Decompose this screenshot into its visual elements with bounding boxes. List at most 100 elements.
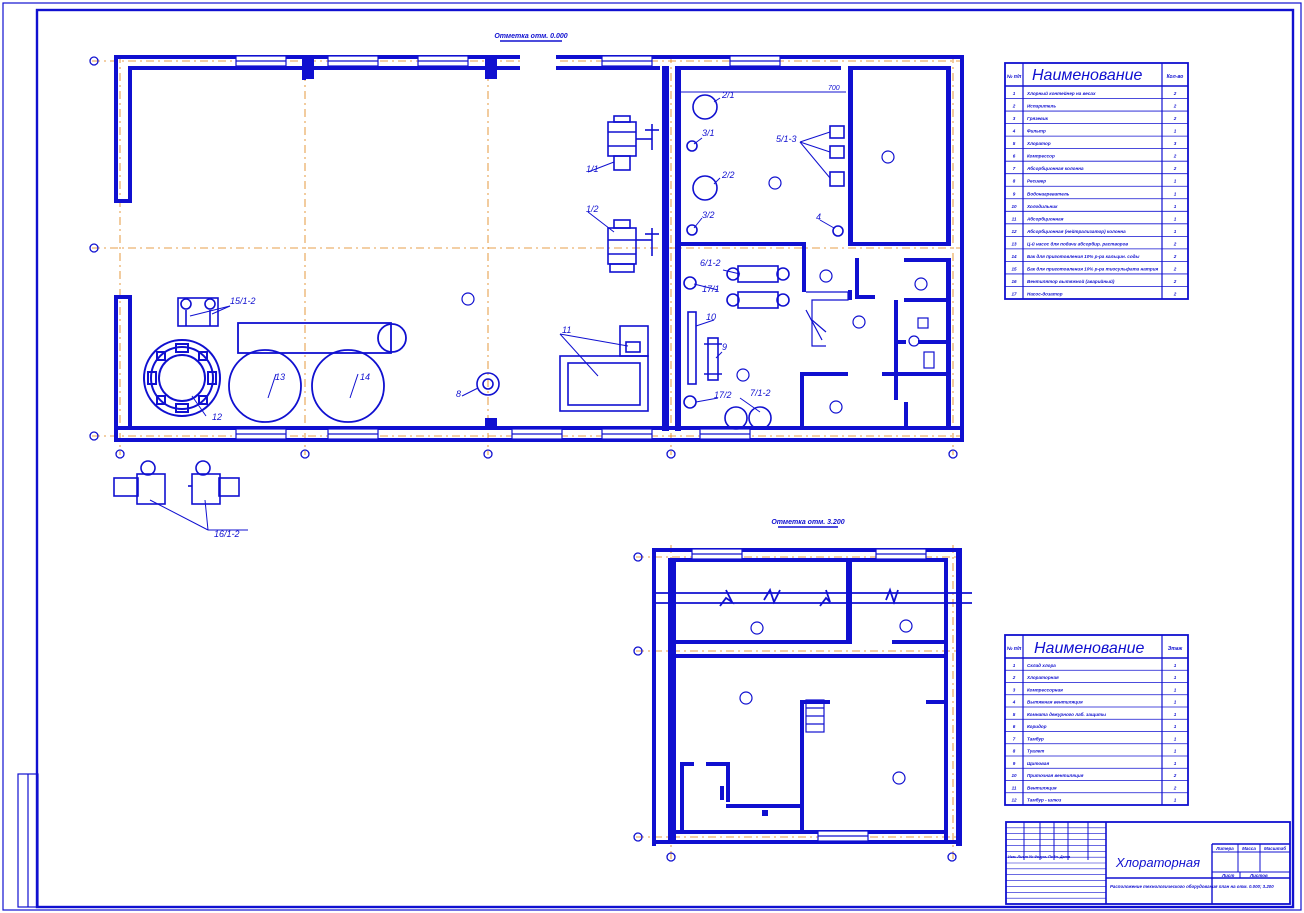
heater-10-9 — [683, 276, 772, 430]
table2-cell-name: Тамбур - шлюз — [1027, 797, 1062, 803]
table2-cell-name: Хлораторная — [1026, 675, 1059, 680]
table1-cell-name: Водонагреватель — [1027, 191, 1070, 196]
stairs-plan2 — [805, 699, 825, 733]
table2-cell-qty: 1 — [1174, 761, 1177, 766]
table1-cell-no: 10 — [1011, 204, 1017, 209]
table1-cell-name: Холодильник — [1026, 204, 1058, 209]
table2-cell-qty: 1 — [1174, 687, 1177, 692]
label-11: 11 — [562, 325, 571, 335]
table1-cell-name: Фильтр — [1027, 129, 1046, 134]
table2-cell-qty: 1 — [1174, 749, 1177, 754]
label-9: 9 — [722, 342, 727, 352]
table1-cell-qty: 2 — [1173, 279, 1177, 284]
table1-cell-no: 16 — [1011, 279, 1017, 284]
table2-cell-no: 4 — [1012, 700, 1016, 705]
table1-cell-name: Компрессор — [1027, 154, 1055, 159]
stamp-sheets: Листов — [1249, 873, 1268, 878]
table1-cell-qty: 1 — [1174, 179, 1177, 184]
table2-cell-no: 5 — [1013, 712, 1016, 717]
table1-cell-qty: 1 — [1174, 229, 1177, 234]
table1-cell-name: Испаритель — [1027, 104, 1056, 109]
table1-cell-name: Бак для приготовления 10% р-ра тиосульфа… — [1027, 265, 1159, 271]
label-2-2: 2/2 — [721, 170, 735, 180]
label-10: 10 — [706, 312, 716, 322]
table1-cell-no: 15 — [1011, 266, 1017, 271]
stamp-mass: Масса — [1242, 846, 1256, 851]
table1-h-qty: Кол-во — [1167, 74, 1184, 80]
table1-cell-qty: 2 — [1173, 104, 1177, 109]
plan1-axes — [92, 55, 965, 455]
receiver-8 — [476, 372, 500, 396]
label-14: 14 — [360, 372, 370, 382]
table1-cell-qty: 2 — [1173, 241, 1177, 246]
table2-cell-name: Туалет — [1027, 749, 1044, 754]
table1-cell-name: Абсорбционная (нейтрализатор) колонна — [1026, 228, 1126, 234]
label-7-1-2: 7/1-2 — [750, 388, 771, 398]
label-3-1: 3/1 — [702, 128, 715, 138]
chlorinator-1-2 — [607, 219, 659, 273]
table1-cell-no: 6 — [1013, 154, 1016, 159]
fans-16 — [113, 460, 240, 505]
plan1-door-gap — [520, 54, 556, 70]
table1-cell-name: Абсорбционная колонна — [1026, 165, 1084, 171]
table2-cell-no: 10 — [1011, 773, 1017, 778]
table2-cell-name: Вытяжная вентиляция — [1027, 700, 1083, 705]
table2-h-name: Наименование — [1034, 640, 1145, 657]
table2-cell-qty: 1 — [1174, 675, 1177, 680]
table2-cell-no: 6 — [1013, 724, 1016, 729]
table2-cell-name: Комната дежурного лаб. защиты — [1027, 711, 1106, 717]
table2-cell-qty: 1 — [1174, 798, 1177, 803]
table2-cell-name: Тамбур — [1027, 735, 1044, 741]
label-5-1-3: 5/1-3 — [776, 134, 797, 144]
label-16-1-2: 16/1-2 — [214, 529, 240, 539]
table1-h-no: № п/п — [1007, 74, 1022, 80]
table2-cell-no: 8 — [1013, 749, 1016, 754]
table1-cell-qty: 2 — [1173, 91, 1177, 96]
label-17-2: 17/2 — [714, 390, 732, 400]
table1-cell-no: 4 — [1012, 129, 1016, 134]
chlorinator-1-1 — [607, 115, 659, 171]
stamp-lit: Литера — [1215, 846, 1234, 851]
table1-cell-qty: 1 — [1174, 129, 1177, 134]
table1-cell-no: 13 — [1011, 241, 1017, 246]
label-13: 13 — [275, 372, 285, 382]
evaporators-2 — [686, 94, 844, 237]
label-dim: 700 — [828, 85, 840, 92]
table1-cell-qty: 3 — [1174, 141, 1177, 146]
table2-h-qty: Этаж — [1168, 646, 1183, 652]
table2-cell-qty: 1 — [1174, 736, 1177, 741]
table1-cell-no: 7 — [1013, 166, 1016, 171]
table2-cell-qty: 1 — [1174, 700, 1177, 705]
left-margin-strip — [17, 773, 39, 908]
label-17-1: 17/1 — [702, 284, 720, 294]
table1-cell-qty: 1 — [1174, 191, 1177, 196]
table2-cell-name: Компрессорная — [1027, 687, 1063, 692]
plan1-leaders — [149, 91, 846, 531]
table1-cell-name: Грязевик — [1027, 116, 1049, 121]
label-6-1-2: 6/1-2 — [700, 258, 721, 268]
label-2-1: 2/1 — [721, 90, 735, 100]
tank-11 — [559, 325, 649, 412]
plan2-room-markers — [739, 619, 913, 785]
plan2-duct — [652, 587, 972, 607]
table1-cell-no: 14 — [1011, 254, 1017, 259]
plan1-axis-markers — [89, 56, 958, 459]
compressors-6 — [726, 265, 790, 309]
table1-cell-no: 11 — [1012, 216, 1017, 221]
table2-cell-no: 2 — [1012, 675, 1016, 680]
stamp-sheet: Лист — [1221, 873, 1234, 878]
plan1-title: Отметка отм. 0.000 — [494, 33, 567, 40]
label-8: 8 — [456, 389, 461, 399]
table1-cell-qty: 2 — [1173, 154, 1177, 159]
table2-cell-no: 9 — [1013, 761, 1016, 766]
table1-cell-no: 3 — [1013, 116, 1016, 121]
table2-cell-name: Приточная вентиляция — [1027, 773, 1084, 778]
table2-cell-name: Вентиляция — [1027, 785, 1057, 790]
table1-cell-name: Бак для приготовления 10% р-ра кальцин. … — [1027, 254, 1139, 259]
label-3-2: 3/2 — [702, 210, 715, 220]
table1-cell-name: Хлоратор — [1026, 141, 1051, 146]
